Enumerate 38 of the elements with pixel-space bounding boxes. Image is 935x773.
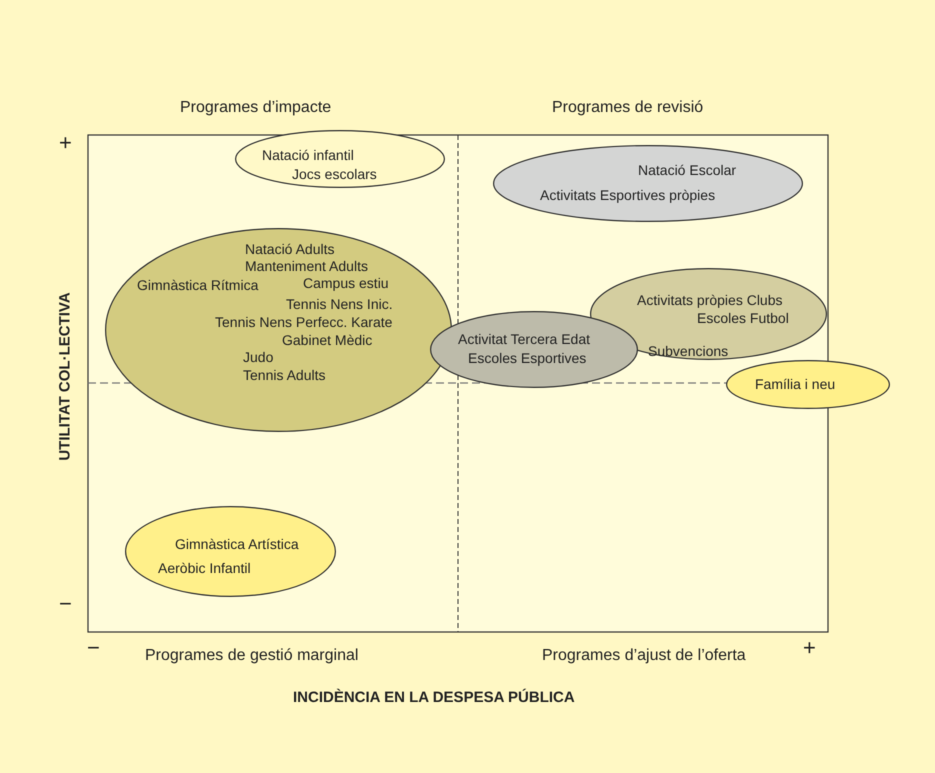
quadrant-title: Programes d’impacte — [180, 98, 332, 118]
axis-sign: − — [59, 591, 72, 617]
activity-label: Manteniment Adults — [245, 258, 368, 274]
category-ellipse — [430, 311, 638, 388]
category-ellipse — [726, 360, 890, 409]
activity-label: Activitats Esportives pròpies — [540, 187, 716, 203]
quadrant-title: Programes d’ajust de l’oferta — [542, 646, 746, 666]
activity-label: Activitats pròpies Clubs — [637, 292, 783, 308]
activity-label: Natació Adults — [245, 241, 334, 257]
quadrant-title: Programes de gestió marginal — [145, 646, 358, 666]
axis-title: INCIDÈNCIA EN LA DESPESA PÚBLICA — [293, 688, 575, 706]
category-ellipse — [493, 145, 803, 222]
activity-label: Natació infantil — [262, 147, 354, 163]
activity-label: Tennis Nens Perfecc. Karate — [215, 314, 392, 330]
activity-label: Escoles Futbol — [697, 310, 789, 326]
activity-label: Escoles Esportives — [468, 350, 586, 366]
axis-sign: − — [87, 635, 100, 661]
category-ellipse — [235, 130, 445, 188]
activity-label: Tennis Nens Inic. — [286, 296, 393, 312]
axis-sign: + — [803, 635, 816, 661]
activity-label: Tennis Adults — [243, 367, 326, 383]
axis-sign: + — [59, 130, 72, 156]
activity-label: Natació Escolar — [638, 162, 736, 178]
activity-label: Família i neu — [755, 376, 836, 392]
quadrant-title: Programes de revisió — [552, 98, 704, 118]
category-ellipse — [105, 228, 452, 432]
activity-label: Campus estiu — [303, 275, 389, 291]
category-ellipse — [590, 268, 827, 360]
activity-label: Gimnàstica Rítmica — [137, 277, 258, 293]
activity-label: Jocs escolars — [292, 166, 377, 182]
activity-label: Gabinet Mèdic — [282, 332, 372, 348]
activity-label: Aeròbic Infantil — [158, 560, 251, 576]
activity-label: Subvencions — [648, 343, 728, 359]
category-ellipse — [125, 506, 336, 597]
activity-label: Activitat Tercera Edat — [458, 331, 590, 347]
axis-title: UTILITAT COL·LECTIVA — [56, 292, 75, 460]
activity-label: Gimnàstica Artística — [175, 536, 299, 552]
activity-label: Judo — [243, 349, 274, 365]
